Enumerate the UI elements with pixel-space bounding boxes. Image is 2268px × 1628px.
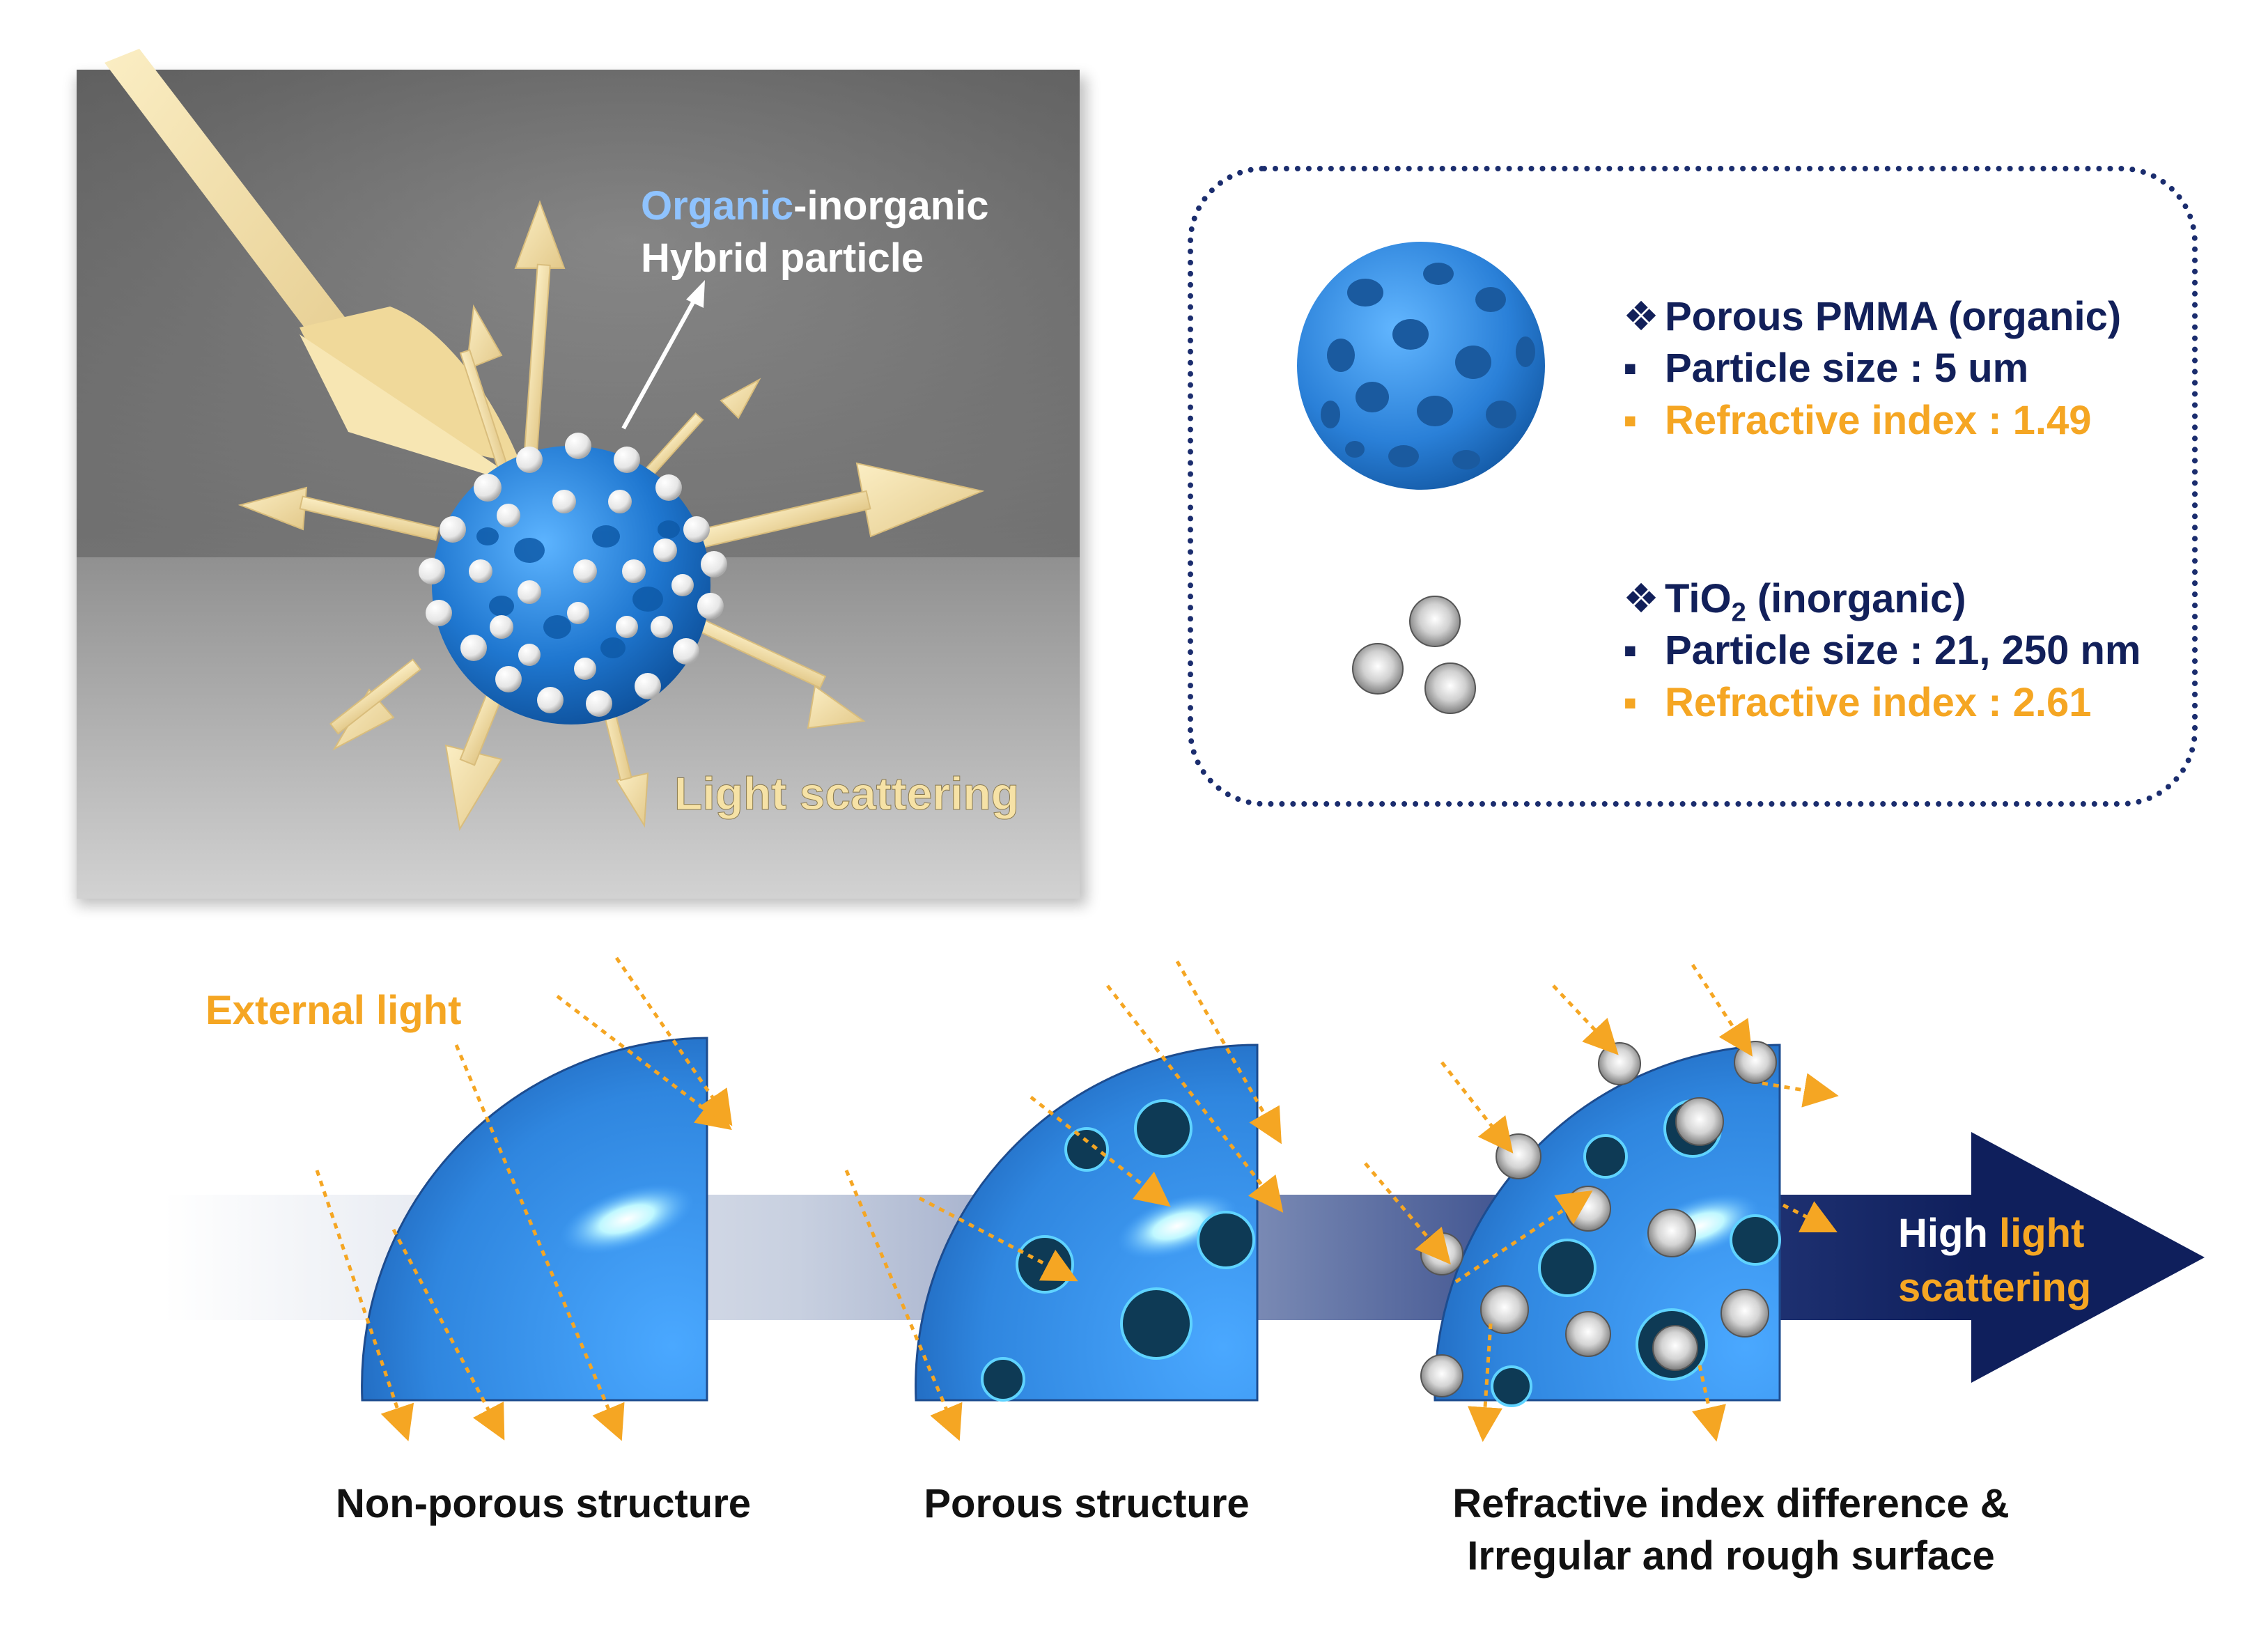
diamond-bullet-icon: ❖ — [1623, 576, 1659, 621]
incoming-light-beam — [104, 49, 529, 488]
pmma-size: ▪Particle size : 5 um — [1623, 346, 2029, 391]
square-bullet-icon: ▪ — [1623, 346, 1638, 391]
porous-pmma-sphere — [1297, 242, 1545, 490]
tio2-particles — [1352, 596, 1476, 714]
scattering-comparison-diagram: External light High light scattering — [164, 956, 2205, 1442]
high-light-scattering-label: High light — [1898, 1211, 2084, 1256]
label-pointer-arrow — [621, 280, 705, 430]
material-info-box — [1188, 166, 2198, 807]
square-bullet-icon: ▪ — [1623, 628, 1638, 673]
hybrid-quadrant — [1420, 1041, 1781, 1407]
caption-non-porous: Non-porous structure — [335, 1481, 752, 1526]
high-light-scattering-label-line2: scattering — [1898, 1265, 2091, 1310]
external-light-rays — [315, 956, 1839, 1442]
caption-refractive-line2: Irregular and rough surface — [1467, 1533, 1995, 1579]
hybrid-particle-label: Organic-inorganic — [641, 183, 989, 228]
non-porous-quadrant — [361, 1037, 708, 1402]
pmma-index: ▪Refractive index : 1.49 — [1623, 398, 2092, 443]
hybrid-particle-label-line2: Hybrid particle — [641, 235, 924, 281]
hybrid-sphere — [419, 433, 727, 724]
light-scattering-label: Light scattering — [674, 768, 1019, 819]
square-bullet-icon: ▪ — [1623, 398, 1638, 443]
porous-quadrant — [915, 1044, 1259, 1402]
external-light-label: External light — [205, 988, 461, 1033]
tio2-heading: ❖TiO2 (inorganic) — [1623, 576, 1966, 628]
tio2-index: ▪Refractive index : 2.61 — [1623, 680, 2092, 725]
caption-porous: Porous structure — [924, 1481, 1250, 1526]
square-bullet-icon: ▪ — [1623, 680, 1638, 725]
pmma-heading: ❖Porous PMMA (organic) — [1623, 294, 2122, 339]
diamond-bullet-icon: ❖ — [1623, 294, 1659, 339]
caption-refractive-line1: Refractive index difference & — [1452, 1481, 2010, 1526]
tio2-size: ▪Particle size : 21, 250 nm — [1623, 628, 2141, 673]
hybrid-particle-illustration: Organic-inorganic Hybrid particle Light … — [77, 49, 1087, 906]
